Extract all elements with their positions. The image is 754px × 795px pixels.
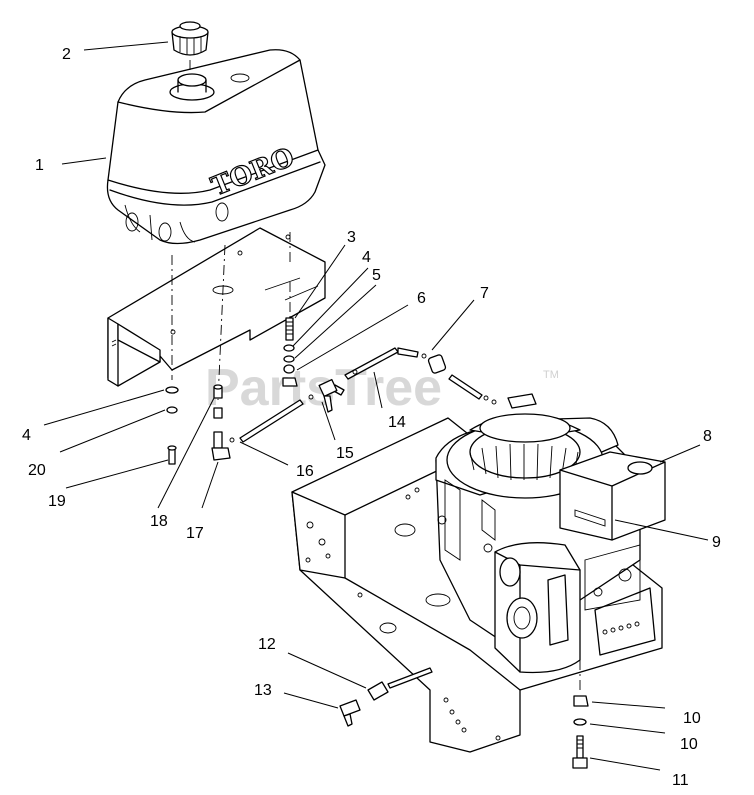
callout-18: 18: [150, 513, 168, 530]
leader-lines: [43, 41, 709, 771]
callout-16: 16: [296, 463, 314, 480]
callout-6: 6: [417, 290, 426, 307]
shutoff-valve: [339, 667, 433, 727]
engine: [435, 393, 666, 674]
callout-19: 19: [48, 493, 66, 510]
callout-8: 8: [703, 428, 712, 445]
left-hardware: [165, 384, 231, 465]
watermark-tm: TM: [543, 369, 559, 381]
callout-4-upper: 4: [362, 249, 371, 266]
fuel-lines: [229, 347, 497, 443]
callout-10-upper: 10: [683, 710, 701, 727]
callout-12: 12: [258, 636, 276, 653]
assembly-lines: [171, 60, 291, 401]
callout-20: 20: [28, 462, 46, 479]
stud-hardware: [282, 317, 298, 387]
callout-17: 17: [186, 525, 204, 542]
callout-11: 11: [672, 772, 689, 789]
mount-hardware: [572, 660, 589, 769]
callout-15: 15: [336, 445, 354, 462]
callout-9: 9: [712, 534, 721, 551]
callout-7: 7: [480, 285, 489, 302]
callout-13: 13: [254, 682, 272, 699]
callout-labels: 1 2 3 4 5 6 7 8 9 4 14 15 16 20 19 18 17…: [22, 46, 721, 789]
callout-14: 14: [388, 414, 406, 431]
fuel-tank: TORO: [106, 49, 326, 245]
tank-cap: [171, 21, 209, 56]
callout-1: 1: [35, 157, 44, 174]
callout-3: 3: [347, 229, 356, 246]
watermark: PartsTree TM: [205, 359, 559, 417]
callout-2: 2: [62, 46, 71, 63]
callout-4-lower: 4: [22, 427, 31, 444]
callout-5: 5: [372, 267, 381, 284]
callout-10-lower: 10: [680, 736, 698, 753]
